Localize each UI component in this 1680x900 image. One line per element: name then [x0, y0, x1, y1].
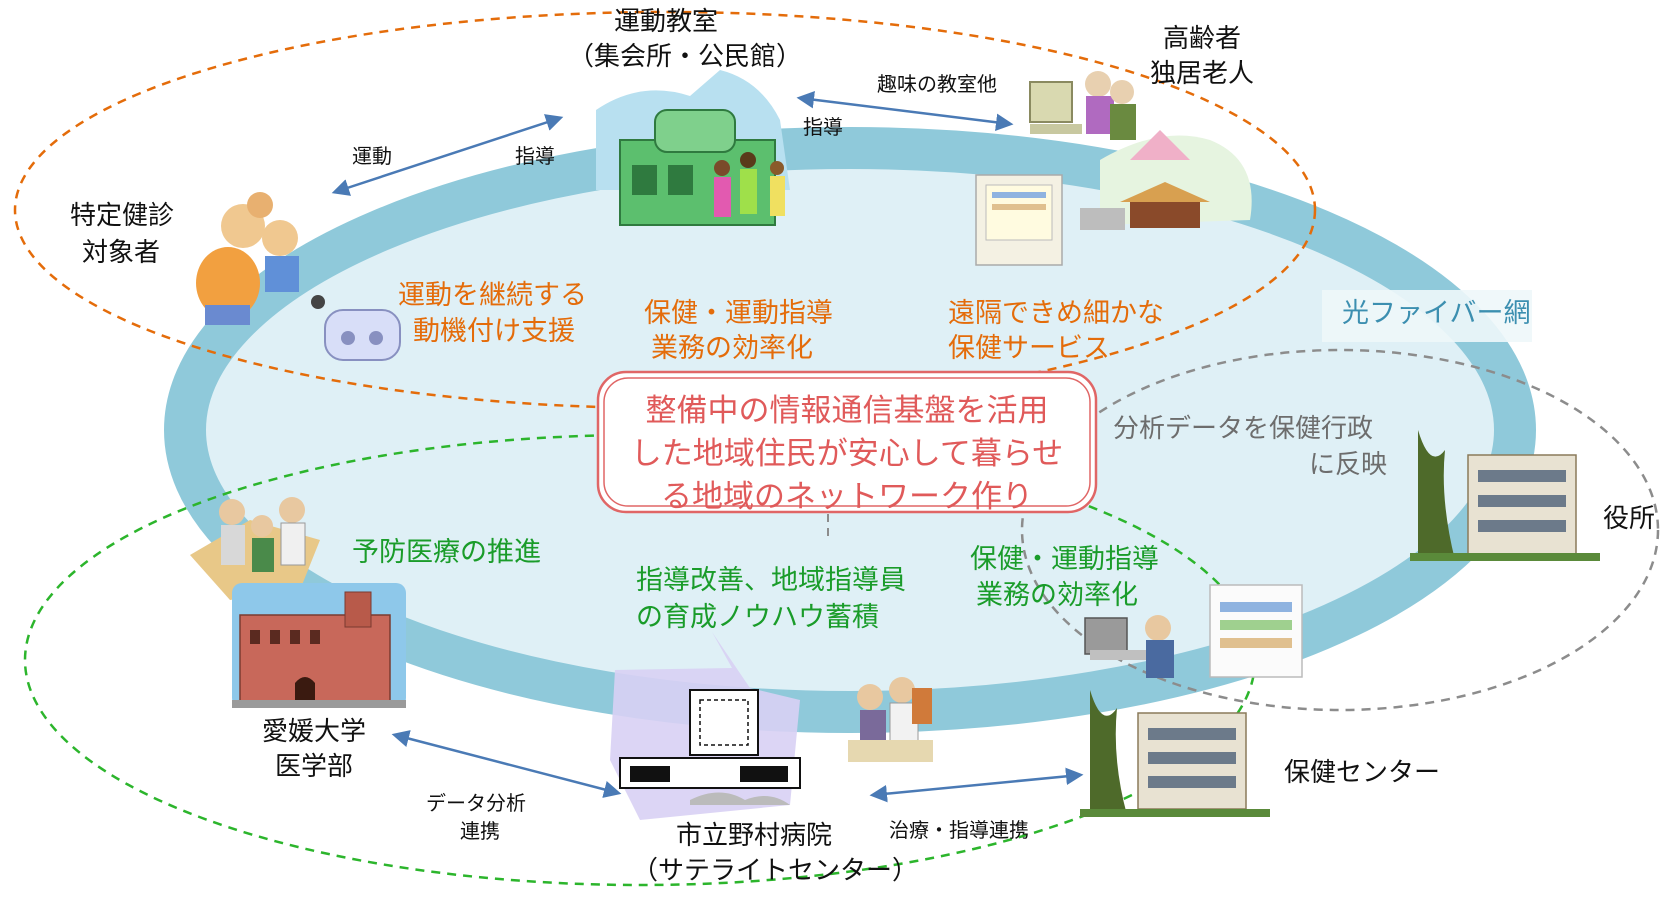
node-checkup-target: 特定健診	[70, 201, 175, 231]
benefit-knowhow-2: の育成ノウハウ蓄積	[636, 602, 879, 633]
gray-note-2: に反映	[1309, 450, 1388, 480]
office-worker-picture	[1084, 584, 1303, 678]
consultation-picture	[848, 677, 933, 762]
benefit-efficiency-green-1: 保健・運動指導	[970, 544, 1159, 575]
elderly-picture	[1029, 71, 1136, 140]
node-hospital: 市立野村病院	[676, 821, 833, 851]
node-elderly-alone: 独居老人	[1150, 59, 1255, 89]
node-exercise-class: 運動教室	[614, 7, 719, 37]
gray-note-1: 分析データを保健行政	[1113, 414, 1374, 444]
node-health-center: 保健センター	[1284, 758, 1441, 788]
label-data-analysis: データ分析	[426, 791, 526, 815]
health-center-picture	[1080, 690, 1270, 817]
node-city-office: 役所	[1603, 504, 1656, 534]
benefit-efficiency-2: 業務の効率化	[651, 333, 813, 364]
node-hospital-sub: （サテライトセンター）	[632, 856, 919, 886]
label-hobby: 趣味の教室他	[877, 72, 997, 96]
node-elderly: 高齢者	[1163, 24, 1242, 54]
scale-device-picture	[311, 295, 401, 361]
ring-label: 光ファイバー網	[1342, 298, 1531, 329]
arrow-hospital-center	[869, 767, 1084, 803]
remote-service-picture	[975, 130, 1252, 266]
label-treatment: 治療・指導連携	[889, 818, 1029, 842]
benefit-prevention: 予防医療の推進	[352, 537, 541, 568]
arrow-university-hospital	[391, 730, 622, 798]
benefit-remote-1: 遠隔できめ細かな	[948, 298, 1164, 329]
label-exercise: 運動	[352, 144, 392, 168]
doctors-picture	[190, 497, 320, 600]
hospital-picture	[610, 632, 801, 820]
benefit-motivation-1: 運動を継続する	[398, 280, 587, 311]
arrow-class-elderly	[796, 91, 1014, 131]
node-university2: 医学部	[275, 752, 354, 782]
center-box-inner	[603, 377, 1091, 507]
node-checkup-target2: 対象者	[82, 238, 161, 268]
checkup-people-picture	[196, 192, 299, 325]
center-message-line-3: る地域のネットワーク作り	[661, 478, 1033, 515]
ring-label-bg	[1322, 290, 1532, 342]
community-hall-picture	[596, 70, 790, 226]
center-message-line-2: した地域住民が安心して暮らせ	[630, 435, 1064, 472]
label-guidance-left: 指導	[515, 144, 555, 168]
label-guidance-right: 指導	[803, 115, 843, 139]
center-box-outer	[596, 370, 1098, 514]
center-message-line-1: 整備中の情報通信基盤を活用	[645, 393, 1049, 429]
city-office-picture	[1410, 430, 1600, 561]
node-university: 愛媛大学	[262, 717, 367, 747]
center-message: 整備中の情報通信基盤を活用 した地域住民が安心して暮らせ る地域のネットワーク作…	[600, 390, 1094, 518]
gray-zone	[1020, 348, 1660, 712]
benefit-efficiency-green-2: 業務の効率化	[976, 580, 1138, 611]
node-exercise-class-sub: （集会所・公民館）	[568, 42, 803, 72]
orange-zone	[13, 10, 1317, 410]
label-cooperation: 連携	[460, 819, 500, 843]
benefit-efficiency-1: 保健・運動指導	[644, 298, 833, 329]
benefit-motivation-2: 動機付け支援	[413, 316, 575, 347]
arrow-checkup-class	[331, 114, 564, 196]
benefit-knowhow-1: 指導改善、地域指導員	[636, 565, 906, 596]
benefit-remote-2: 保健サービス	[948, 333, 1110, 364]
university-building-picture	[232, 583, 406, 708]
